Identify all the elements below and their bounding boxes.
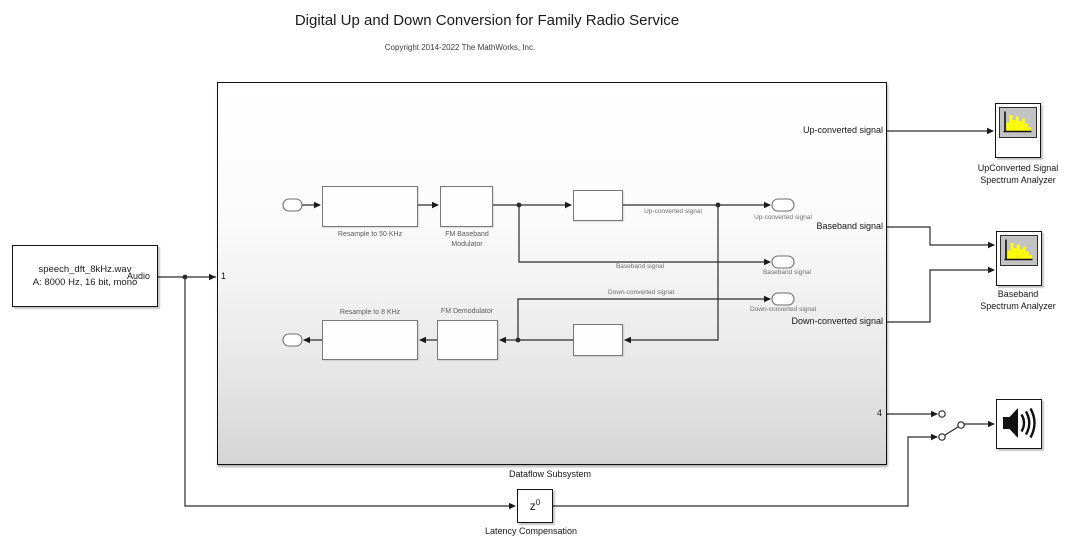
wire-label-downconverted: Down-converted signal: [607, 289, 675, 296]
oval-label-downconverted: Down-converted signal: [749, 306, 817, 313]
subsystem-outport-base-label: Baseband signal: [816, 221, 883, 231]
spectrum-icon: [1004, 239, 1033, 261]
z-exponent: 0: [535, 498, 541, 507]
fm-mod-label-line2: Modulator: [451, 240, 483, 248]
spectrum-screen: [999, 107, 1037, 138]
resample-8khz-label: Resample to 8 KHz: [339, 309, 401, 316]
audio-source-text: speech_dft_8kHz.wav A: 8000 Hz, 16 bit, …: [13, 246, 157, 306]
subsystem-outport-up-label: Up-converted signal: [802, 125, 883, 135]
spectrum-icon: [1003, 111, 1032, 133]
subsystem-inport-1-label: 1: [221, 271, 227, 281]
upconverted-analyzer-label-line2: Spectrum Analyzer: [980, 175, 1056, 185]
resample-50khz-block[interactable]: [322, 186, 418, 227]
wire-label-baseband: Baseband signal: [615, 263, 665, 270]
wire-label-upconverted: Up-converted signal: [644, 208, 702, 215]
oval-label-baseband: Baseband signal: [762, 269, 812, 276]
upconverted-analyzer-label: UpConverted Signal Spectrum Analyzer: [938, 162, 1075, 186]
oval-label-upconverted: Up-converted signal: [754, 214, 812, 221]
upconverter-block[interactable]: [573, 190, 623, 221]
z-symbol: z: [529, 499, 536, 513]
audio-source-block[interactable]: speech_dft_8kHz.wav A: 8000 Hz, 16 bit, …: [12, 245, 158, 307]
baseband-analyzer-label-line1: Baseband: [997, 289, 1039, 299]
fm-baseband-modulator-block[interactable]: [440, 186, 493, 227]
baseband-analyzer-label: Baseband Spectrum Analyzer: [938, 288, 1075, 312]
baseband-analyzer-label-line2: Spectrum Analyzer: [980, 301, 1056, 311]
dataflow-subsystem-label: Dataflow Subsystem: [508, 469, 592, 479]
fm-demodulator-label: FM Demodulator: [440, 308, 494, 315]
audio-format: A: 8000 Hz, 16 bit, mono: [32, 277, 138, 288]
latency-compensation-label: Latency Compensation: [484, 526, 578, 536]
wire-base-to-scope2: [887, 226, 994, 246]
upconverted-spectrum-analyzer-block[interactable]: [995, 103, 1041, 158]
fm-demodulator-block[interactable]: [437, 320, 498, 360]
audio-signal-label: Audio: [127, 271, 151, 281]
downconverter-block[interactable]: [573, 324, 623, 356]
copyright-note: Copyright 2014-2022 The MathWorks, Inc.: [384, 43, 536, 52]
fm-baseband-modulator-label: FM Baseband Modulator: [417, 230, 517, 249]
page-title: Digital Up and Down Conversion for Famil…: [294, 12, 680, 29]
spectrum-screen: [1000, 235, 1038, 266]
upconverted-analyzer-label-line1: UpConverted Signal: [977, 163, 1059, 173]
speaker-icon: [1003, 407, 1036, 439]
subsystem-outport-down-label: Down-converted signal: [791, 316, 883, 326]
resample-8khz-block[interactable]: [322, 320, 418, 360]
fm-mod-label-line1: FM Baseband: [445, 231, 489, 238]
subsystem-outport-4-label: 4: [876, 408, 882, 418]
baseband-spectrum-analyzer-block[interactable]: [996, 231, 1042, 286]
audio-device-writer-block[interactable]: [996, 399, 1042, 449]
resample-50khz-label: Resample to 50 KHz: [337, 231, 403, 238]
manual-switch[interactable]: [938, 410, 965, 441]
audio-file-name: speech_dft_8kHz.wav: [38, 264, 132, 275]
